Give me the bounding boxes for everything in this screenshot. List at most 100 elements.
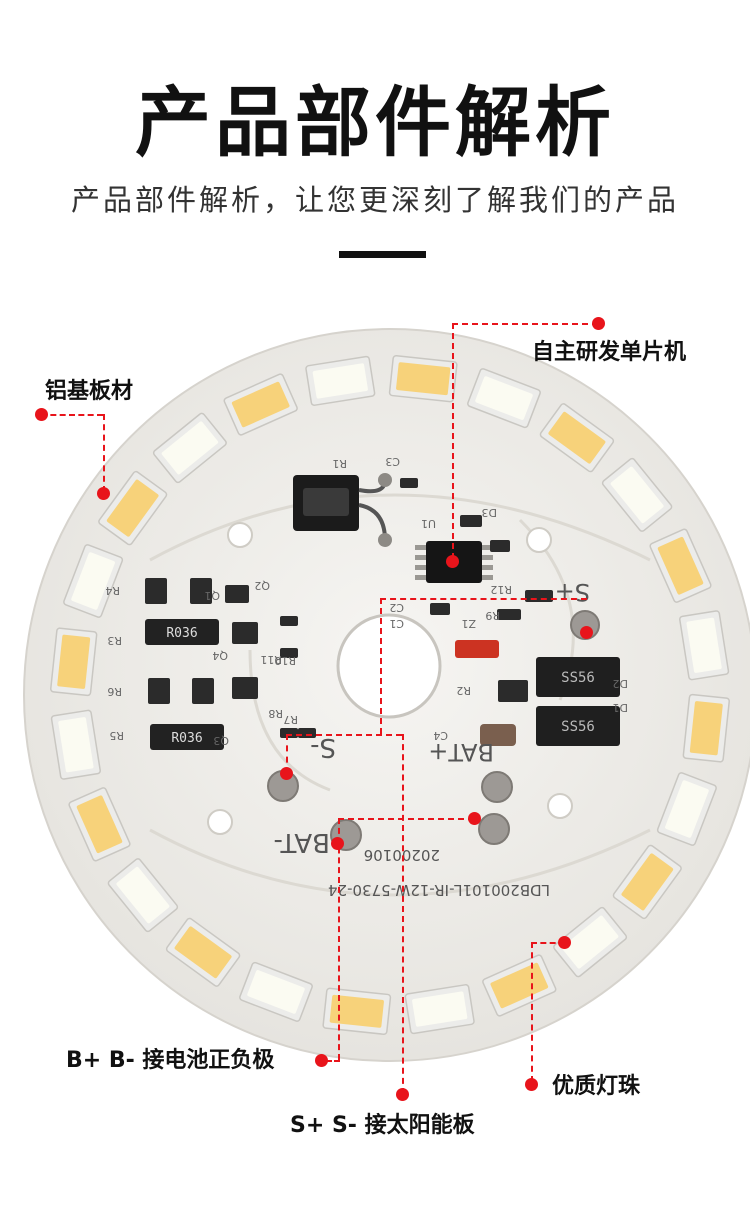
callout-line-led [531,942,565,944]
led-bead [322,987,392,1035]
mount-hole [207,809,233,835]
component-label: R7 [283,713,298,726]
callout-dot-battery [315,1054,328,1067]
callout-line-solar [380,598,587,600]
callout-line-solar [380,598,382,734]
led-bead [649,528,712,603]
board-model-code: LDB200101L-IR-12W-5730-24 [328,881,550,899]
led-bead [388,355,458,403]
led-bead [223,373,298,436]
callout-label-battery: B+ B- 接电池正负极 [66,1048,275,1073]
component-label: R6 [107,685,122,698]
component-label: R11 [260,653,282,666]
board-date-code: 20200106 [364,846,440,864]
callout-line-mcu [452,323,598,325]
component-label: D1 [613,701,628,714]
led-ring [50,355,730,1035]
component-label: R2 [456,684,471,697]
page-subtitle: 产品部件解析，让您更深刻了解我们的产品 [70,183,679,217]
callout-dot-solar [280,767,293,780]
component-label: R8 [268,707,283,720]
component-label: Z1 [461,617,476,630]
callout-label-solar: S+ S- 接太阳能板 [290,1113,475,1138]
component-label: D3 [482,506,497,519]
component-label: C2 [389,601,404,614]
callout-line-aluminum [41,414,103,416]
component-label: Q1 [204,589,220,602]
component-label: C3 [385,455,400,468]
led-bead [107,858,179,933]
led-bead [98,470,168,546]
callout-line-solar [402,734,404,1094]
callout-dot-aluminum [97,487,110,500]
current-sense-resistor: R036 [145,619,219,645]
led-bead [68,787,131,862]
component-label: R9 [485,609,500,622]
callout-line-battery [338,818,340,1060]
callout-label-led: 优质灯珠 [552,1074,641,1099]
callout-line-aluminum [103,414,105,492]
ir-receiver [293,473,392,547]
callout-line-battery [338,818,474,820]
component-label: R4 [105,584,120,597]
led-bead [404,984,475,1035]
pad-label-s-plus: S+ [555,578,590,606]
component-label: R1 [332,457,347,470]
led-bead [553,906,628,978]
led-bead [50,709,101,780]
led-bead [482,954,557,1017]
component-label: U1 [421,517,436,530]
component-label: Q3 [213,734,229,747]
component-label: Q2 [254,579,270,592]
led-bead [239,961,313,1022]
led-bead [165,917,241,987]
led-bead [601,457,673,532]
led-bead [539,403,615,473]
component-label: R5 [109,729,124,742]
page-title: 产品部件解析 [135,78,615,167]
callout-dot-battery [331,837,344,850]
diode-mark: SS56 [561,719,595,735]
component-label: R10 [274,654,296,667]
component-label: Q4 [212,649,228,662]
led-bead [63,544,124,618]
pad-label-bat-plus: BAT+ [428,738,494,766]
callout-line-led [531,942,533,1082]
component-label: R3 [107,634,122,647]
callout-line-solar [286,734,402,736]
pad-label-bat-minus: BAT- [274,827,330,857]
callout-line-solar [286,734,288,774]
callout-line-mcu [452,323,454,559]
callout-dot-led [558,936,571,949]
mount-hole [227,522,253,548]
component-label: C1 [389,617,404,630]
led-bead [467,368,541,429]
callout-line-battery [318,1060,340,1062]
callout-dot-solar [580,626,593,639]
resistor-mark: R036 [166,626,197,641]
led-bead [656,772,717,846]
schottky-diode: SS56 [536,706,620,746]
callout-dot-mcu [446,555,459,568]
callout-dot-solar [396,1088,409,1101]
mount-hole [547,793,573,819]
pad-label-s-minus: S- [310,732,336,762]
component-label: C4 [433,729,448,742]
callout-label-mcu: 自主研发单片机 [532,340,687,365]
component-label: R12 [490,583,512,596]
callout-label-aluminum: 铝基板材 [45,379,134,404]
diode-mark: SS56 [561,670,595,686]
current-sense-resistor: R036 [150,724,224,750]
led-bead [612,844,682,920]
led-bead [305,355,376,406]
center-mount-hole [336,613,442,719]
title-divider [339,251,426,258]
callout-dot-mcu [592,317,605,330]
component-label: D2 [613,677,628,690]
resistor-mark: R036 [171,731,202,746]
led-bead [152,412,227,484]
callout-dot-battery [468,812,481,825]
led-bead [50,627,98,697]
